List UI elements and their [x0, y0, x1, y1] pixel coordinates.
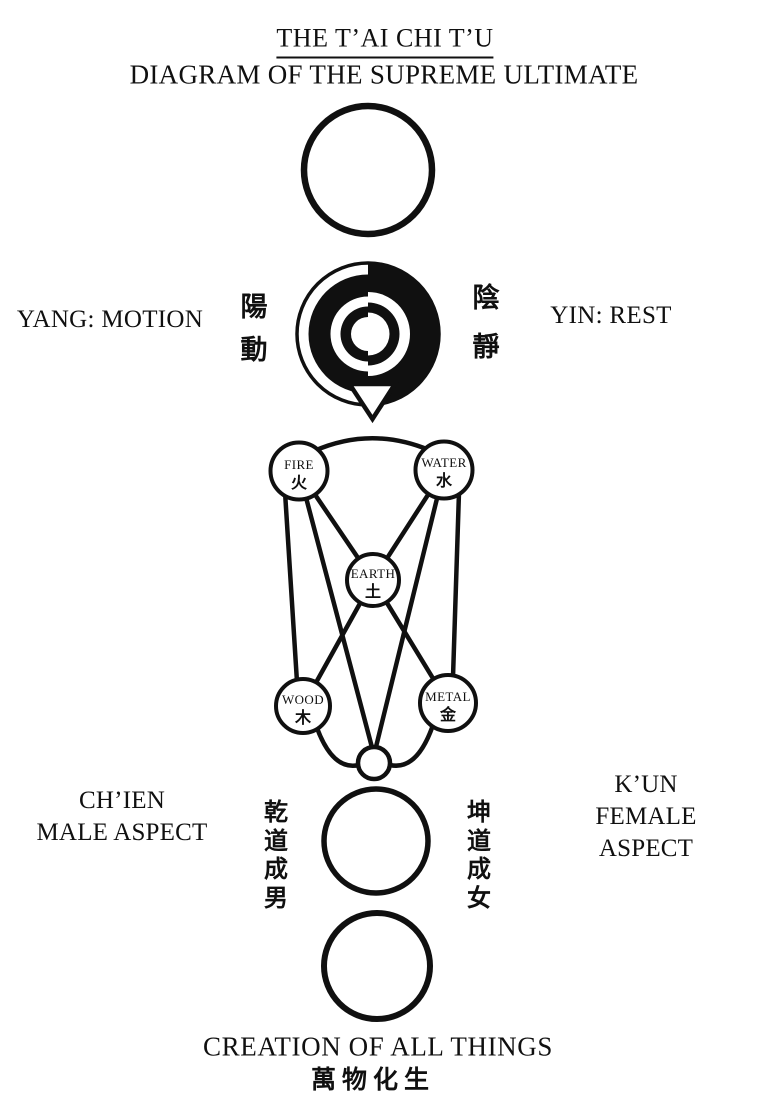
label-fire-cn: 火 — [291, 474, 308, 492]
taiji-symbol — [295, 261, 441, 424]
line-fire-seed — [296, 468, 377, 758]
taiji-pointer-triangle — [345, 381, 400, 424]
label-earth-en: EARTH — [351, 566, 396, 581]
circle-seed — [355, 744, 393, 782]
label-wood-en: WOOD — [282, 692, 324, 707]
circle-wood — [274, 677, 332, 735]
label-earth-cn: 土 — [365, 582, 381, 601]
page-subtitle: DIAGRAM OF THE SUPREME ULTIMATE — [129, 59, 639, 90]
line-water-metal — [450, 489, 462, 680]
label-water-en: WATER — [421, 455, 466, 470]
label-fire-en: FIRE — [284, 457, 314, 472]
label-yang-motion-chinese: 陽 動 — [240, 292, 268, 365]
label-metal-cn: 金 — [439, 705, 457, 724]
taiji-left-outer-band — [308, 274, 368, 394]
label-yang-motion: YANG: MOTION — [16, 306, 204, 333]
label-kun-chinese: 坤 道 成 女 — [467, 800, 491, 912]
taiji-left-inner-band — [340, 306, 368, 362]
line-wood-seed-arc — [314, 725, 362, 768]
label-chien-chinese: 乾 道 成 男 — [264, 800, 288, 912]
label-yin-rest: YIN: REST — [550, 302, 672, 329]
circle-metal — [418, 673, 478, 733]
label-yin-rest-chinese: 陰 靜 — [472, 283, 500, 362]
circle-creation — [321, 910, 433, 1022]
circle-male-female — [321, 786, 431, 896]
taiji-right-outer-band — [368, 263, 439, 405]
wuxing-nodes: FIRE 火 WATER 水 EARTH 土 WOOD 木 METAL 金 — [268, 439, 478, 782]
line-water-seed — [371, 467, 447, 758]
circle-earth — [345, 552, 401, 608]
line-fire-wood — [282, 489, 300, 685]
label-creation-chinese: 萬物化生 — [310, 1067, 436, 1094]
circle-fire — [268, 440, 330, 502]
label-chien-male-aspect: CH’IEN MALE ASPECT — [36, 787, 208, 846]
circle-water — [413, 439, 475, 501]
label-metal-en: METAL — [425, 689, 471, 704]
line-fire-water-arc — [311, 436, 432, 454]
label-kun-female-aspect: K’UN FEMALE ASPECT — [595, 771, 697, 862]
label-wood-cn: 木 — [294, 708, 312, 727]
circle-supreme-ultimate — [300, 102, 436, 238]
taiji-right-inner-band — [368, 302, 400, 366]
label-creation-of-all-things: CREATION OF ALL THINGS — [203, 1031, 553, 1062]
line-metal-seed-arc — [387, 722, 436, 768]
page-title: THE T’AI CHI T’U — [276, 24, 494, 59]
label-water-cn: 水 — [436, 471, 453, 490]
